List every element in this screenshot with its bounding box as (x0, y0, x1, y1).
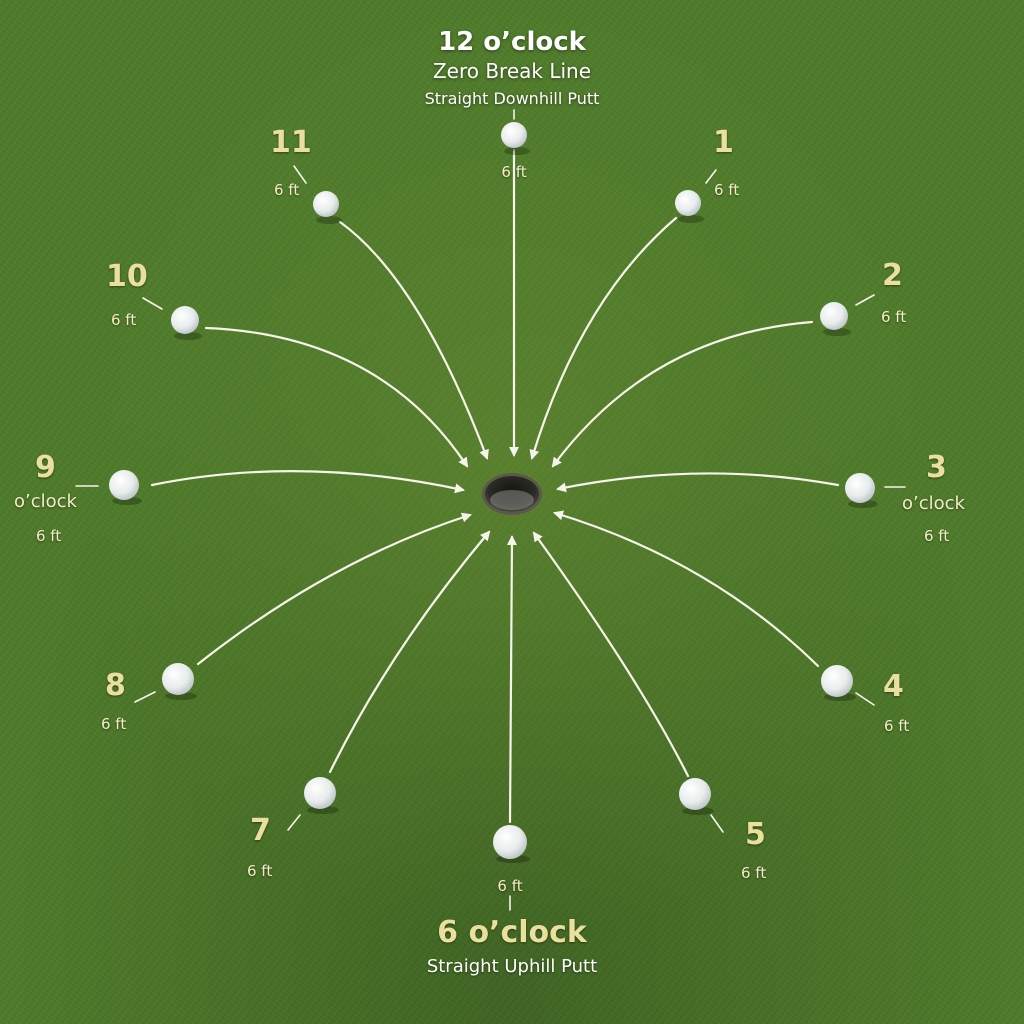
ball-1 (675, 190, 704, 223)
cup-liner (490, 490, 534, 510)
station-3-number: 3 (926, 453, 947, 483)
ball-2 (820, 302, 851, 336)
station-8-distance: 6 ft (101, 717, 126, 732)
putt-line-4 (555, 513, 818, 666)
ball-10 (171, 306, 202, 340)
station-8-number: 8 (105, 671, 126, 701)
station-2-number: 2 (882, 261, 903, 291)
station-7-number: 7 (250, 816, 271, 846)
ball-9 (109, 470, 142, 505)
ball-8 (162, 663, 197, 700)
putt-line-11 (340, 222, 487, 458)
station-9-number: 9 (35, 453, 56, 483)
putt-line-7 (330, 532, 489, 772)
putt-line-5 (534, 533, 688, 776)
ball-5 (679, 778, 714, 815)
top-subtitle: Zero Break Line (0, 61, 1024, 81)
putt-line-9 (152, 471, 463, 490)
station-10-number: 10 (106, 262, 148, 292)
cup (482, 473, 542, 515)
station-11-number: 11 (270, 128, 312, 158)
putt-line-8 (198, 515, 470, 664)
tick-10 (143, 298, 162, 309)
ball-4 (821, 665, 856, 701)
station-4-number: 4 (883, 672, 904, 702)
tick-5 (711, 815, 723, 832)
ball-3 (845, 473, 878, 508)
ball-7 (304, 777, 339, 814)
ball-11 (313, 191, 342, 224)
station-4-distance: 6 ft (884, 719, 909, 734)
bottom-title: 6 o’clock (0, 918, 1024, 948)
top-caption: Straight Downhill Putt (0, 91, 1024, 107)
ball-6 (493, 825, 530, 863)
tick-7 (288, 815, 300, 830)
ball-12 (501, 122, 530, 155)
station-9-distance: 6 ft (36, 529, 61, 544)
station-2-distance: 6 ft (881, 310, 906, 325)
bottom-caption: Straight Uphill Putt (0, 958, 1024, 976)
putt-line-10 (206, 328, 467, 466)
bottom-distance: 6 ft (470, 879, 550, 894)
station-1-distance: 6 ft (714, 183, 739, 198)
tick-4 (856, 693, 874, 705)
station-1-number: 1 (713, 128, 734, 158)
station-11-distance: 6 ft (274, 183, 299, 198)
top-distance: 6 ft (474, 165, 554, 180)
leader-ticks (76, 110, 905, 910)
tick-8 (135, 692, 155, 702)
station-5-distance: 6 ft (741, 866, 766, 881)
tick-2 (856, 295, 874, 305)
putt-line-1 (532, 218, 676, 458)
station-3-suffix: o’clock (902, 495, 965, 513)
station-9-suffix: o’clock (14, 493, 77, 511)
station-3-distance: 6 ft (924, 529, 949, 544)
putt-line-6 (510, 537, 512, 822)
station-10-distance: 6 ft (111, 313, 136, 328)
top-title: 12 o’clock (0, 29, 1024, 55)
station-7-distance: 6 ft (247, 864, 272, 879)
putt-line-3 (558, 473, 838, 489)
station-5-number: 5 (745, 820, 766, 850)
putt-line-2 (553, 322, 812, 466)
